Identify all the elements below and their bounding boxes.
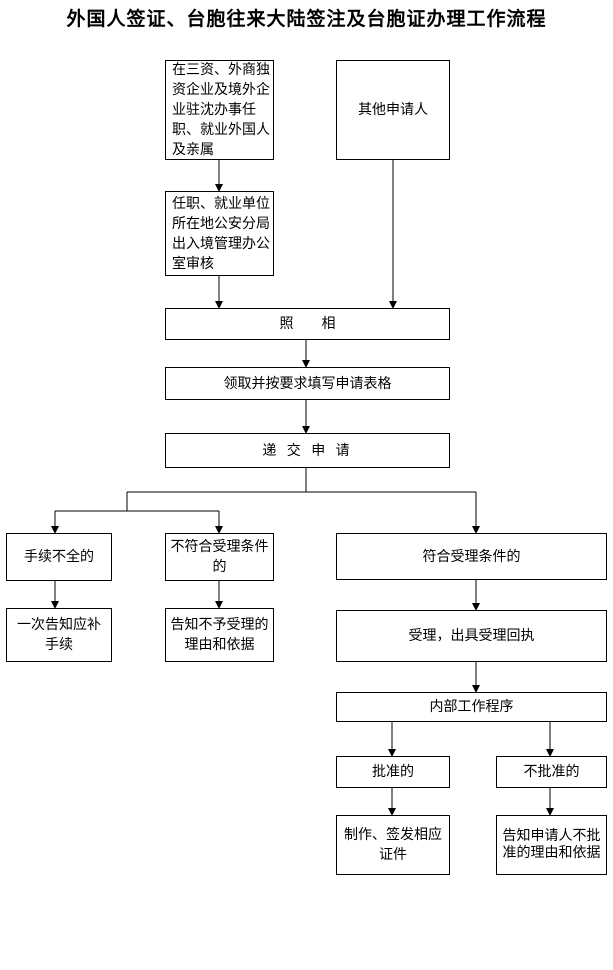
- node-eligible: 符合受理条件的: [336, 533, 607, 580]
- node-eligible-label: 符合受理条件的: [422, 548, 521, 565]
- node-employer-review: 任职、就业单位所在地公安分局出入境管理办公室审核: [165, 191, 274, 276]
- node-other-applicants: 其他申请人: [336, 60, 450, 160]
- node-photo-label: 照 相: [279, 316, 336, 332]
- node-accept-receipt: 受理，出具受理回执: [336, 610, 607, 662]
- node-issue-certificate-label: 制作、签发相应证件: [344, 827, 442, 863]
- node-foreign-enterprise-label: 在三资、外商独资企业及境外企业驻沈办事任职、就业外国人及亲属: [172, 62, 270, 158]
- node-get-form-label: 领取并按要求填写申请表格: [223, 375, 392, 392]
- node-submit-label: 递 交 申 请: [262, 442, 353, 459]
- node-submit: 递 交 申 请: [165, 433, 450, 468]
- node-not-approved: 不批准的: [496, 756, 607, 788]
- node-internal-procedure: 内部工作程序: [336, 692, 607, 722]
- node-not-eligible-label: 不符合受理条件的: [170, 539, 269, 575]
- node-photo: 照 相: [165, 308, 450, 340]
- node-notify-denial: 告知申请人不批准的理由和依据: [496, 815, 607, 875]
- node-notify-supplement: 一次告知应补手续: [6, 608, 112, 662]
- node-approved-label: 批准的: [372, 764, 414, 780]
- node-foreign-enterprise: 在三资、外商独资企业及境外企业驻沈办事任职、就业外国人及亲属: [165, 60, 274, 160]
- node-approved: 批准的: [336, 756, 450, 788]
- node-notify-denial-label: 告知申请人不批准的理由和依据: [502, 828, 601, 861]
- node-accept-receipt-label: 受理，出具受理回执: [408, 628, 535, 644]
- node-not-approved-label: 不批准的: [523, 764, 580, 780]
- page-title: 外国人签证、台胞往来大陆签注及台胞证办理工作流程: [66, 8, 547, 30]
- node-notify-supplement-label: 一次告知应补手续: [17, 617, 101, 653]
- node-not-eligible: 不符合受理条件的: [165, 533, 274, 581]
- node-other-applicants-label: 其他申请人: [358, 102, 428, 118]
- node-notify-reject-reason: 告知不予受理的理由和依据: [165, 608, 274, 662]
- node-incomplete: 手续不全的: [6, 533, 112, 581]
- node-get-form: 领取并按要求填写申请表格: [165, 367, 450, 400]
- node-incomplete-label: 手续不全的: [24, 549, 94, 565]
- node-notify-reject-reason-label: 告知不予受理的理由和依据: [170, 617, 269, 653]
- node-internal-procedure-label: 内部工作程序: [429, 699, 514, 715]
- node-employer-review-label: 任职、就业单位所在地公安分局出入境管理办公室审核: [172, 195, 270, 272]
- node-issue-certificate: 制作、签发相应证件: [336, 815, 450, 875]
